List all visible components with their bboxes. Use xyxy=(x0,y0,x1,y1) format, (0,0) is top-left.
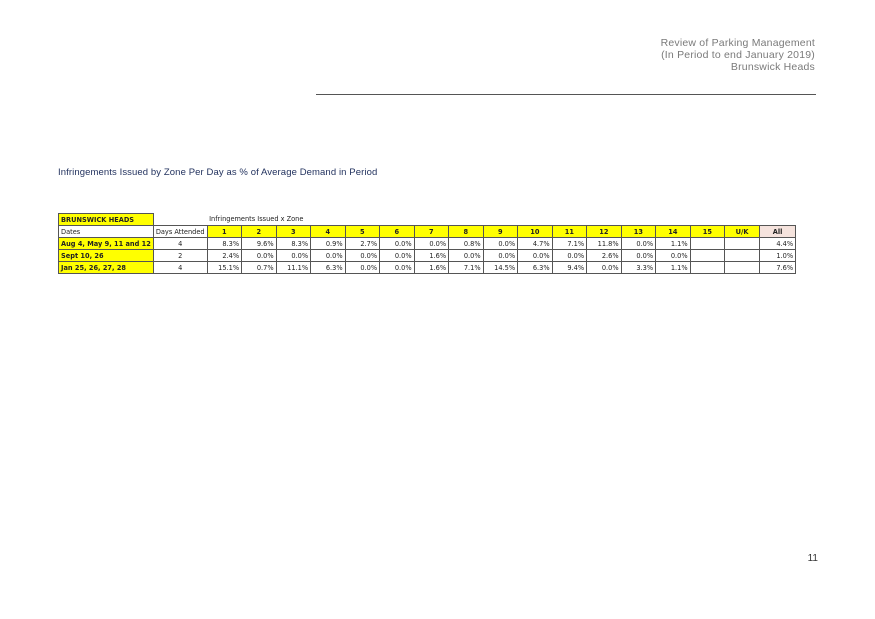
table-cell: 2.6% xyxy=(586,249,622,262)
table-cell: 3.3% xyxy=(620,261,657,274)
table-cell: 0.0% xyxy=(379,249,415,262)
header-line-1: Review of Parking Management xyxy=(660,37,815,49)
table-cell: 0.0% xyxy=(482,237,519,250)
table-cell: 0.0% xyxy=(551,249,588,262)
table-cell: 6.3% xyxy=(517,261,553,274)
zone-header: 7 xyxy=(413,225,450,238)
table-cell: 11.8% xyxy=(586,237,622,250)
table-cell: 6.3% xyxy=(310,261,346,274)
table-cell: 0.8% xyxy=(448,237,484,250)
header-divider xyxy=(316,94,816,95)
table-cell: 0.0% xyxy=(655,249,691,262)
table-cell: 15.1% xyxy=(206,261,243,274)
table-title: BRUNSWICK HEADS xyxy=(58,213,154,226)
table-cell: 11.1% xyxy=(275,261,312,274)
table-cell xyxy=(724,261,761,274)
row-days: 2 xyxy=(152,249,208,262)
table-cell xyxy=(689,249,726,262)
zone-header: 1 xyxy=(206,225,243,238)
zone-header: 2 xyxy=(241,225,277,238)
table-cell-all: 7.6% xyxy=(759,261,797,274)
table-cell: 0.0% xyxy=(241,249,277,262)
table-cell: 9.4% xyxy=(551,261,588,274)
zone-header: 6 xyxy=(379,225,415,238)
table-cell xyxy=(724,249,761,262)
zone-header: 4 xyxy=(310,225,346,238)
row-dates: Aug 4, May 9, 11 and 12 xyxy=(58,237,154,250)
zone-header: 10 xyxy=(517,225,553,238)
table-title-row: BRUNSWICK HEADS Infringements Issued x Z… xyxy=(58,213,796,226)
zone-header: 3 xyxy=(275,225,312,238)
table-cell: 0.0% xyxy=(620,237,657,250)
table-cell: 0.0% xyxy=(344,249,381,262)
zone-header-all: All xyxy=(759,225,797,238)
table-subtitle: Infringements Issued x Zone xyxy=(209,215,304,224)
table-cell: 2.7% xyxy=(344,237,381,250)
header-line-2: (In Period to end January 2019) xyxy=(661,49,815,61)
infringements-table: BRUNSWICK HEADS Infringements Issued x Z… xyxy=(58,213,797,274)
table-cell: 0.9% xyxy=(310,237,346,250)
document-header: Review of Parking Management (In Period … xyxy=(661,37,815,73)
table-cell-all: 1.0% xyxy=(759,249,797,262)
zone-header: 8 xyxy=(448,225,484,238)
zone-header: 5 xyxy=(344,225,381,238)
table-cell: 0.0% xyxy=(586,261,622,274)
row-days: 4 xyxy=(152,237,208,250)
table-cell: 9.6% xyxy=(241,237,277,250)
section-heading: Infringements Issued by Zone Per Day as … xyxy=(58,167,378,178)
table-cell: 0.0% xyxy=(620,249,657,262)
table-cell: 0.0% xyxy=(379,261,415,274)
table-cell: 0.0% xyxy=(275,249,312,262)
zone-header: 12 xyxy=(586,225,622,238)
row-dates: Jan 25, 26, 27, 28 xyxy=(58,261,154,274)
table-cell: 1.6% xyxy=(413,261,450,274)
zone-header: U/K xyxy=(724,225,761,238)
table-cell: 14.5% xyxy=(482,261,519,274)
table-cell: 4.7% xyxy=(517,237,553,250)
table-header-row: Dates Days Attended 1 2 3 4 5 6 7 8 9 10… xyxy=(58,225,797,238)
table-cell: 0.0% xyxy=(482,249,519,262)
zone-header: 13 xyxy=(620,225,657,238)
row-dates: Sept 10, 26 xyxy=(58,249,154,262)
table-row: Jan 25, 26, 27, 28 4 15.1% 0.7% 11.1% 6.… xyxy=(58,261,797,274)
header-line-3: Brunswick Heads xyxy=(730,61,815,73)
table-cell: 8.3% xyxy=(206,237,243,250)
page-number: 11 xyxy=(807,553,818,564)
dates-header: Dates xyxy=(58,225,154,238)
table-cell: 0.7% xyxy=(241,261,277,274)
table-cell: 0.0% xyxy=(517,249,553,262)
table-cell: 0.0% xyxy=(344,261,381,274)
zone-header: 14 xyxy=(655,225,691,238)
table-row: Sept 10, 26 2 2.4% 0.0% 0.0% 0.0% 0.0% 0… xyxy=(58,249,797,262)
zone-header: 9 xyxy=(482,225,519,238)
table-cell: 1.1% xyxy=(655,237,691,250)
table-cell: 2.4% xyxy=(206,249,243,262)
table-cell: 1.1% xyxy=(655,261,691,274)
table-cell-all: 4.4% xyxy=(759,237,797,250)
table-cell: 1.6% xyxy=(413,249,450,262)
table-cell xyxy=(689,261,726,274)
row-days: 4 xyxy=(152,261,208,274)
table-row: Aug 4, May 9, 11 and 12 4 8.3% 9.6% 8.3%… xyxy=(58,237,797,250)
zone-header: 15 xyxy=(689,225,726,238)
table-cell: 8.3% xyxy=(275,237,312,250)
table-cell: 0.0% xyxy=(379,237,415,250)
table-cell: 0.0% xyxy=(448,249,484,262)
zone-header: 11 xyxy=(551,225,588,238)
table-cell: 7.1% xyxy=(448,261,484,274)
table-cell: 0.0% xyxy=(310,249,346,262)
days-header: Days Attended xyxy=(152,225,208,238)
table-cell xyxy=(724,237,761,250)
table-cell: 0.0% xyxy=(413,237,450,250)
table-cell xyxy=(689,237,726,250)
table-cell: 7.1% xyxy=(551,237,588,250)
